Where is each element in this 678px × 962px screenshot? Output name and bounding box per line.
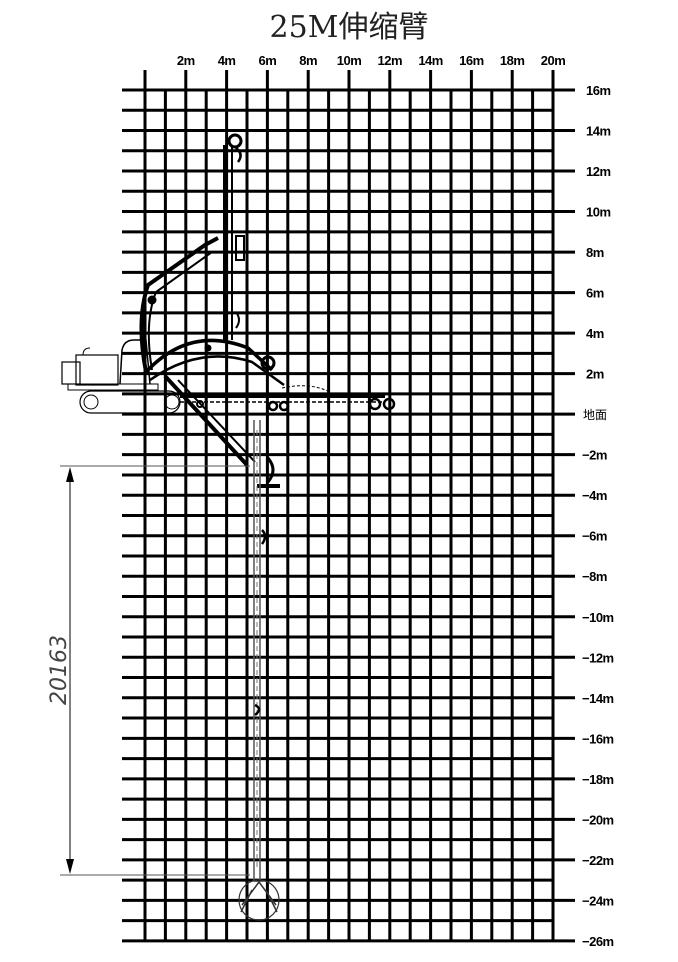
y-tick-label: 10m bbox=[586, 205, 611, 220]
y-tick-label: −18m bbox=[582, 772, 614, 787]
y-tick-label: 6m bbox=[586, 286, 604, 301]
x-tick-label: 16m bbox=[459, 53, 484, 68]
x-tick-label: 4m bbox=[218, 53, 236, 68]
y-tick-label: −10m bbox=[582, 610, 614, 625]
x-tick-label: 8m bbox=[299, 53, 317, 68]
arrow-up-icon bbox=[66, 467, 74, 482]
depth-dimension: 20163 bbox=[47, 465, 250, 876]
ground-label: 地面 bbox=[583, 408, 607, 422]
x-axis-labels: 2m 4m 6m 8m 10m 12m 14m 16m 18m 20m bbox=[177, 53, 566, 68]
y-tick-label: −20m bbox=[582, 812, 614, 827]
x-tick-label: 2m bbox=[177, 53, 195, 68]
y-tick-label: −4m bbox=[582, 488, 607, 503]
y-tick-label: −14m bbox=[582, 691, 614, 706]
y-tick-label: −8m bbox=[582, 569, 607, 584]
grid bbox=[122, 70, 575, 943]
y-tick-label: 8m bbox=[586, 245, 604, 260]
x-tick-label: 18m bbox=[500, 53, 525, 68]
x-tick-label: 20m bbox=[541, 53, 566, 68]
excavator bbox=[61, 133, 396, 921]
y-tick-label: −26m bbox=[582, 934, 614, 949]
x-tick-label: 14m bbox=[418, 53, 443, 68]
y-tick-label: −12m bbox=[582, 650, 614, 665]
arrow-down-icon bbox=[66, 859, 74, 874]
dimension-label: 20163 bbox=[47, 635, 72, 705]
y-tick-label: −24m bbox=[582, 893, 614, 908]
y-tick-label: 12m bbox=[586, 164, 611, 179]
y-tick-label: 2m bbox=[586, 367, 604, 382]
y-tick-label: −2m bbox=[582, 448, 607, 463]
y-tick-label: −22m bbox=[582, 853, 614, 868]
diagram-title: 25M伸缩臂 bbox=[269, 10, 429, 45]
x-tick-label: 10m bbox=[337, 53, 362, 68]
y-tick-label: 4m bbox=[586, 326, 604, 341]
y-axis-labels: 16m 14m 12m 10m 8m 6m 4m 2m 地面 −2m −4m −6m −8m −10m −1… bbox=[582, 83, 614, 949]
y-tick-label: 16m bbox=[586, 83, 611, 98]
x-tick-label: 6m bbox=[259, 53, 277, 68]
y-tick-label: −6m bbox=[582, 529, 607, 544]
y-tick-label: −16m bbox=[582, 731, 614, 746]
x-tick-label: 12m bbox=[378, 53, 403, 68]
y-tick-label: 14m bbox=[586, 124, 611, 139]
